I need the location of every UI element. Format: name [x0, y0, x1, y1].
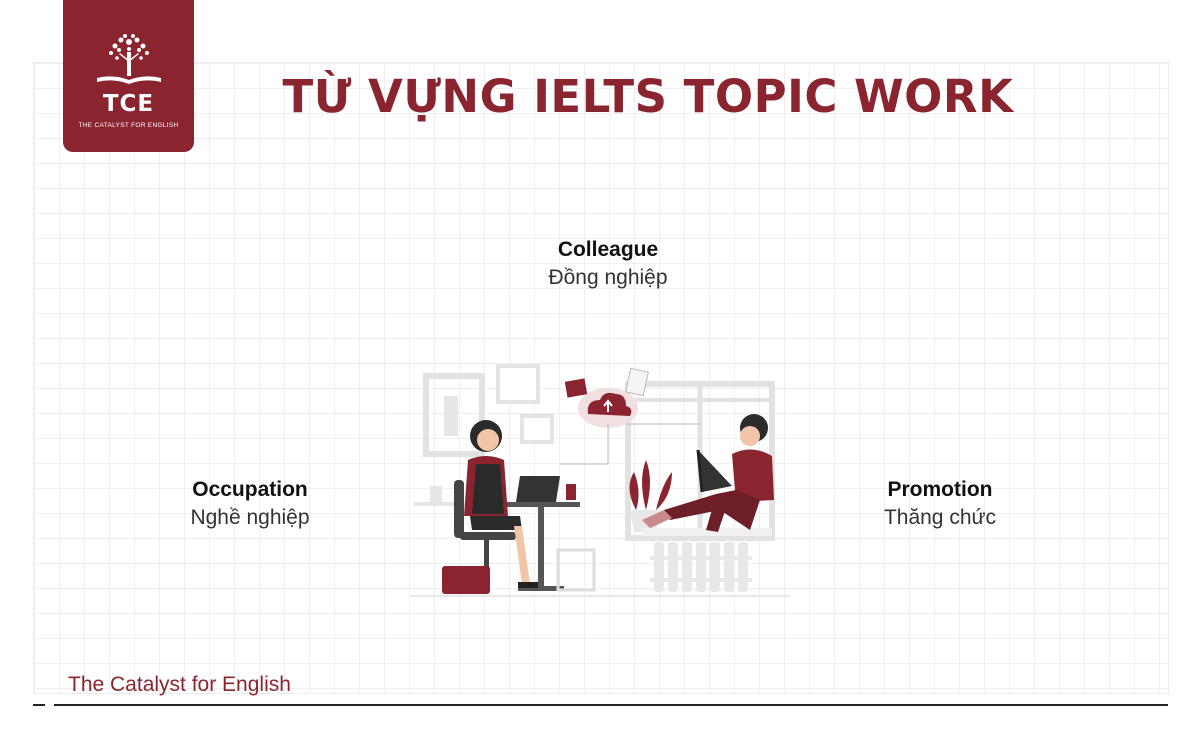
term-english: Colleague — [557, 238, 659, 261]
term-vietnamese: Đồng nghiệp — [548, 266, 668, 289]
footer-rule — [54, 704, 1168, 706]
term-vietnamese: Thăng chức — [883, 506, 997, 529]
brand-logo[interactable]: TCE THE CATALYST FOR ENGLISH — [63, 0, 194, 152]
footer-brand-text: The Catalyst for English — [68, 673, 291, 696]
tree-book-icon — [97, 34, 161, 84]
term-vietnamese: Nghề nghiệp — [190, 506, 310, 529]
remote-work-illustration — [410, 364, 790, 597]
term-english: Promotion — [887, 478, 993, 501]
brand-tagline: THE CATALYST FOR ENGLISH — [78, 122, 179, 129]
footer-rule-short — [33, 704, 45, 706]
brand-abbr: TCE — [102, 91, 155, 117]
term-occupation: Occupation Nghề nghiệp — [130, 476, 370, 532]
grid-background — [33, 62, 1169, 694]
term-english: Occupation — [192, 478, 308, 501]
term-colleague: Colleague Đồng nghiệp — [488, 236, 728, 292]
term-promotion: Promotion Thăng chức — [820, 476, 1060, 532]
page-title: TỪ VỰNG IELTS TOPIC WORK — [282, 70, 1014, 123]
